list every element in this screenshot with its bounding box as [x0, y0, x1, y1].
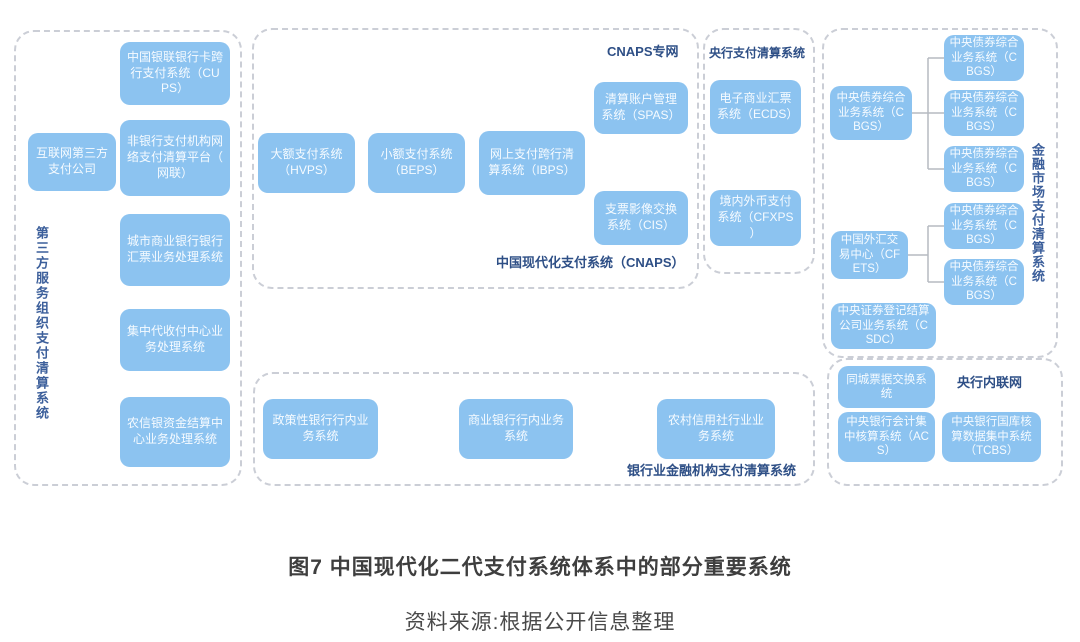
node-tcbs: 中央银行国库核算数据集中系统（TCBS）	[942, 412, 1041, 462]
node-cfets: 中国外汇交易中心（CFETS）	[831, 231, 908, 279]
group-cnaps-label: 中国现代化支付系统（CNAPS）	[496, 255, 685, 270]
node-ecds: 电子商业汇票系统（ECDS）	[710, 80, 801, 134]
node-wanglian: 非银行支付机构网络支付清算平台（网联）	[120, 120, 230, 196]
node-collection-center: 集中代收付中心业务处理系统	[120, 309, 230, 371]
node-cbgs-2: 中央债券综合业务系统（CBGS）	[944, 90, 1024, 136]
group-intranet-label: 央行内联网	[957, 375, 1023, 390]
node-rural-credit-fund: 农信银资金结算中心业务处理系统	[120, 397, 230, 467]
group-central-bank-label: 央行支付清算系统	[709, 46, 806, 60]
group-central-bank	[703, 28, 815, 274]
node-ibps: 网上支付跨行清算系统（IBPS）	[479, 131, 585, 195]
node-cbgs-1: 中央债券综合业务系统（CBGS）	[944, 35, 1024, 81]
figure-title: 图7 中国现代化二代支付系统体系中的部分重要系统	[288, 556, 792, 579]
group-third-party	[14, 30, 242, 486]
group-banking-label: 银行业金融机构支付清算系统	[627, 463, 797, 478]
group-third-party-label: 第三方服务组织支付清算系统	[34, 226, 49, 421]
node-policy-bank: 政策性银行行内业务系统	[263, 399, 378, 459]
node-commercial-bank: 商业银行行内业务系统	[459, 399, 573, 459]
node-rural-coop: 农村信用社行业业务系统	[657, 399, 775, 459]
figure-source: 资料来源:根据公开信息整理	[404, 611, 676, 634]
node-hvps: 大额支付系统（HVPS）	[258, 133, 355, 193]
node-cbgs-4: 中央债券综合业务系统（CBGS）	[944, 203, 1024, 249]
node-cfxps: 境内外币支付系统（CFXPS）	[710, 190, 801, 246]
node-beps: 小额支付系统（BEPS）	[368, 133, 465, 193]
node-spas: 清算账户管理系统（SPAS）	[594, 82, 688, 134]
group-financial-market	[822, 28, 1058, 358]
group-cnaps	[252, 28, 699, 289]
node-cbgs-3: 中央债券综合业务系统（CBGS）	[944, 146, 1024, 192]
node-city-bank-draft: 城市商业银行银行汇票业务处理系统	[120, 214, 230, 286]
group-intranet	[827, 358, 1063, 486]
node-cups: 中国银联银行卡跨行支付系统（CUPS）	[120, 42, 230, 105]
group-cnaps-net-label: CNAPS专网	[607, 44, 679, 59]
group-banking	[253, 372, 815, 486]
node-cbgs-5: 中央债券综合业务系统（CBGS）	[944, 259, 1024, 305]
node-tongcheng: 同城票据交换系统	[838, 366, 935, 408]
node-internet-third-party: 互联网第三方支付公司	[28, 133, 116, 191]
node-cis: 支票影像交换系统（CIS）	[594, 191, 688, 245]
node-cbgs-main: 中央债券综合业务系统（CBGS）	[830, 86, 912, 140]
node-csdc: 中央证券登记结算公司业务系统（CSDC）	[831, 303, 936, 349]
group-financial-market-label: 金融市场支付清算系统	[1030, 143, 1045, 283]
node-acs: 中央银行会计集中核算系统（ACS）	[838, 412, 935, 462]
